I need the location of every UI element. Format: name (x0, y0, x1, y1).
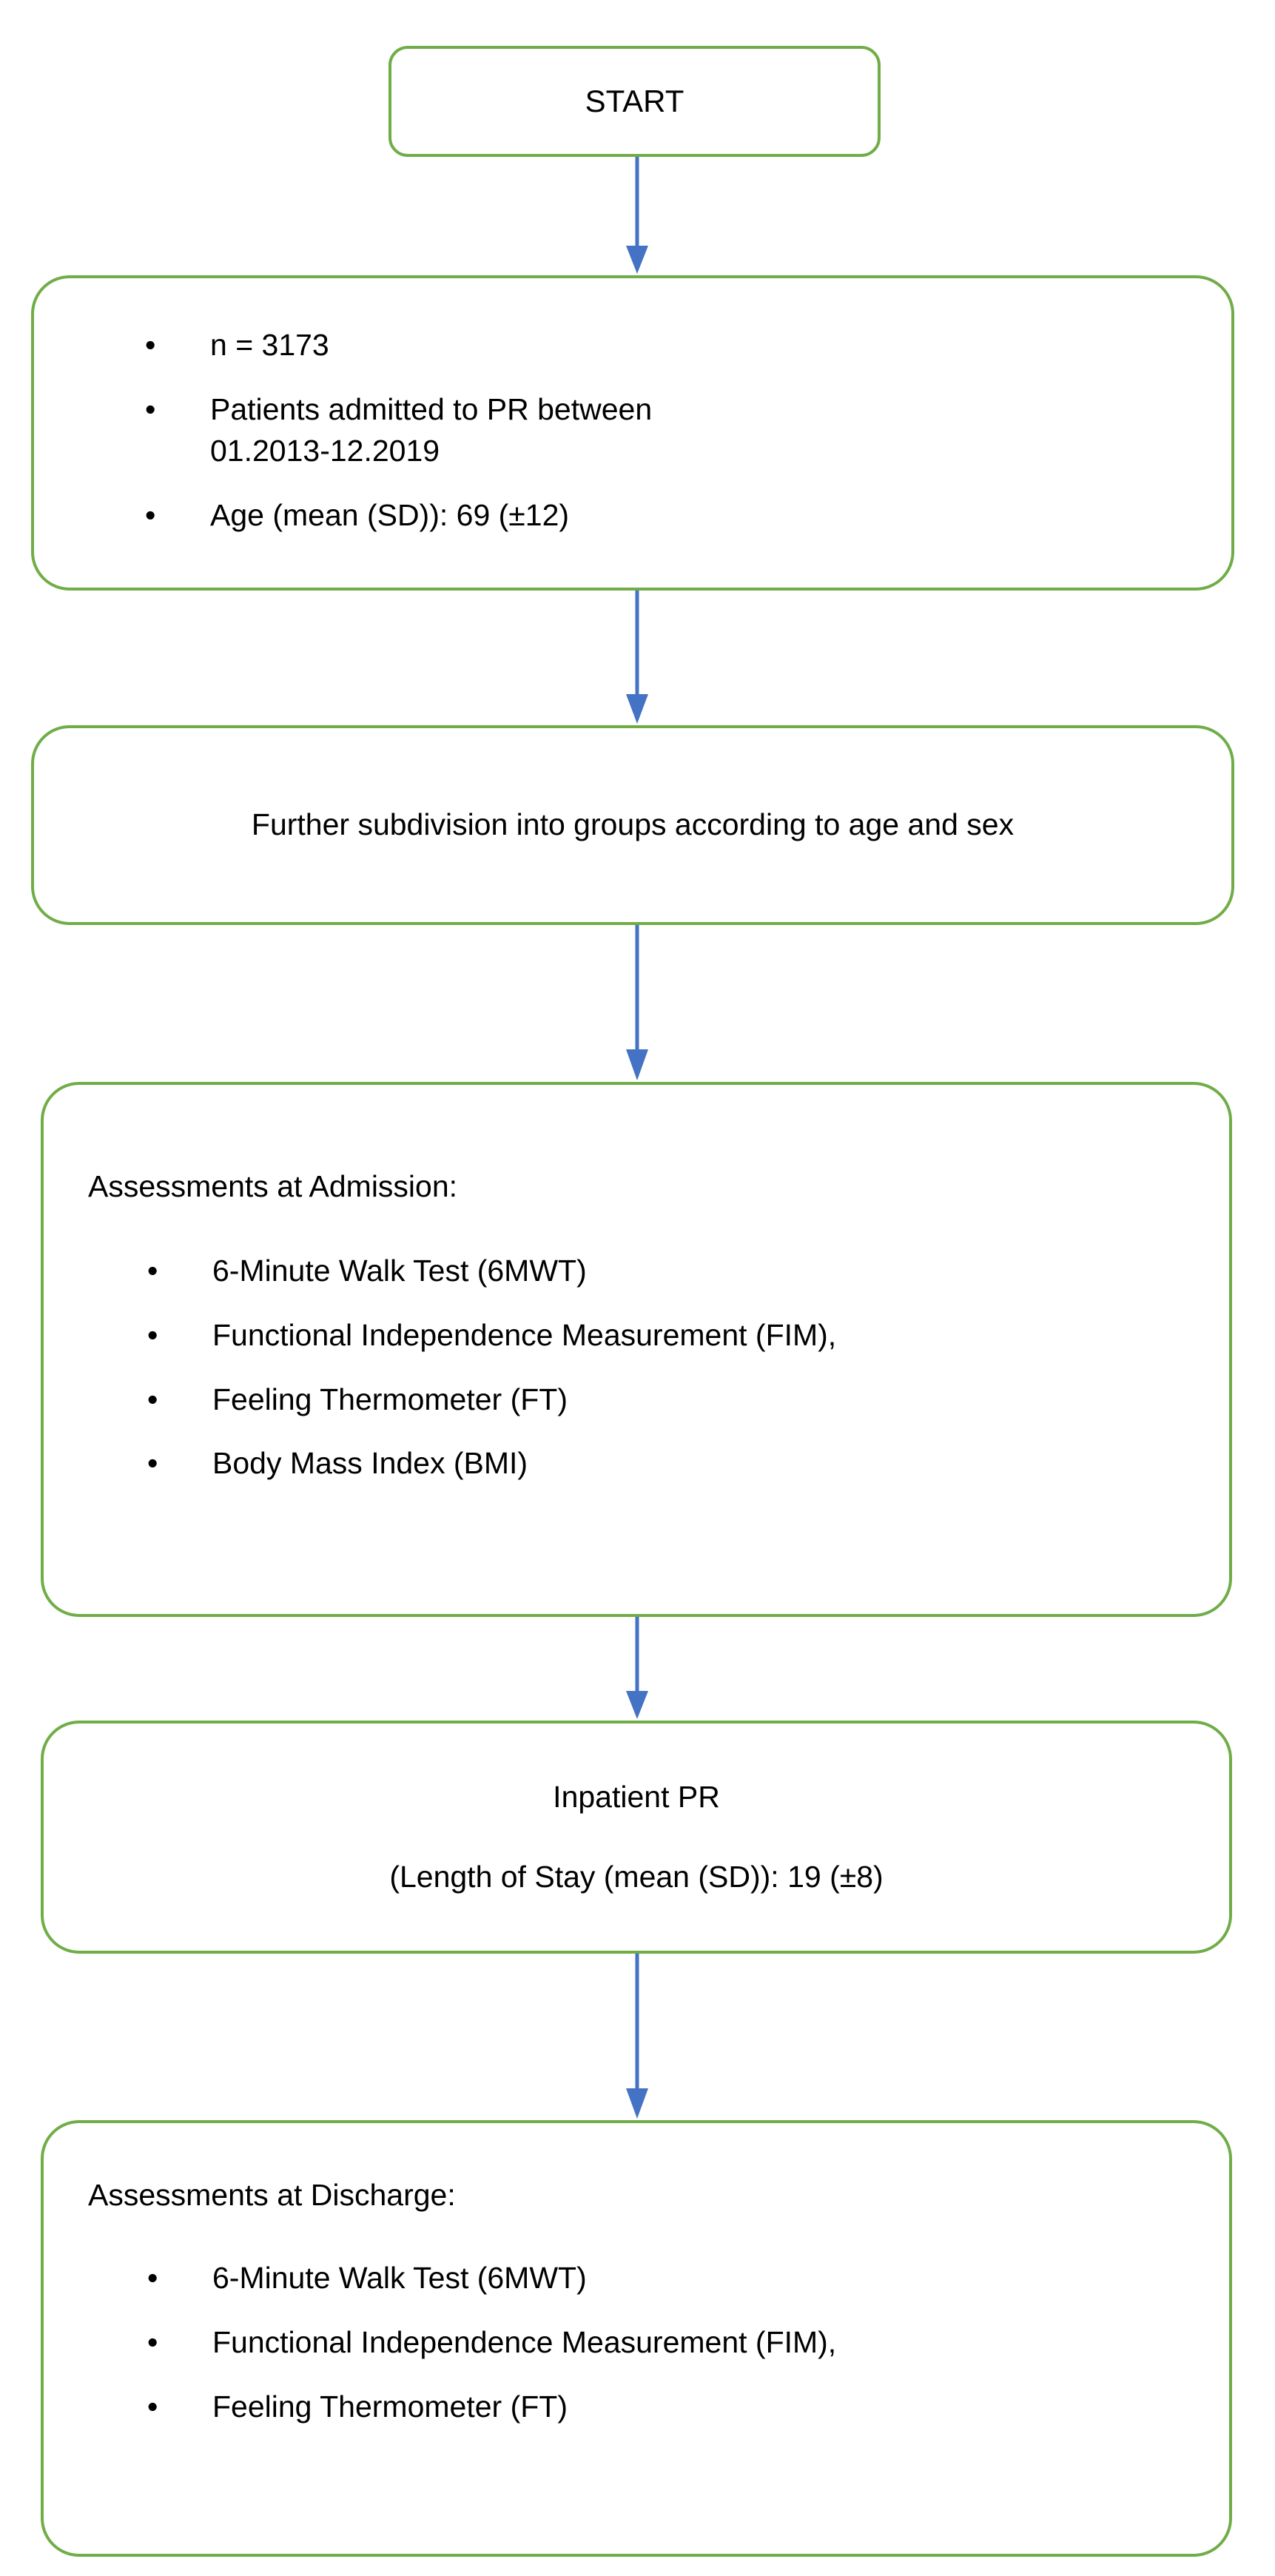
node-subdivision[interactable]: Further subdivision into groups accordin… (31, 725, 1234, 925)
list-item-label: Age (mean (SD)): 69 (±12) (210, 497, 570, 532)
bullet-icon: • (147, 1317, 158, 1352)
node-admission-bullet-list: • 6-Minute Walk Test (6MWT) • Functional… (147, 1250, 1185, 1506)
spacer (88, 1818, 1185, 1857)
list-item-label: Functional Independence Measurement (FIM… (212, 2324, 837, 2359)
connector-subdivision-to-admission (620, 925, 654, 1082)
node-cohort-bullet-list: • n = 3173 • Patients admitted to PR bet… (145, 324, 1231, 558)
list-item: • Feeling Thermometer (FT) (147, 2386, 1185, 2428)
list-item: • Functional Independence Measurement (F… (147, 2321, 1185, 2364)
node-start-label: START (585, 83, 684, 118)
list-item-label: Feeling Thermometer (FT) (212, 1382, 568, 1416)
list-item-label: Patients admitted to PR between 01.2013-… (210, 391, 653, 468)
connector-admission-to-inpatient (620, 1617, 654, 1721)
bullet-icon: • (147, 2389, 158, 2424)
node-admission-title: Assessments at Admission: (88, 1169, 458, 1203)
bullet-icon: • (147, 2261, 158, 2296)
list-item: • Body Mass Index (BMI) (147, 1442, 1185, 1484)
list-item-label: Functional Independence Measurement (FIM… (212, 1317, 837, 1352)
list-item: • Functional Independence Measurement (F… (147, 1314, 1185, 1356)
node-inpatient-subtitle: (Length of Stay (mean (SD)): 19 (±8) (389, 1859, 884, 1894)
list-item: • n = 3173 (145, 324, 1231, 366)
connector-inpatient-to-discharge (620, 1954, 654, 2120)
node-cohort[interactable]: • n = 3173 • Patients admitted to PR bet… (31, 275, 1234, 591)
bullet-icon: • (147, 1382, 158, 1416)
list-item-label: 6-Minute Walk Test (6MWT) (212, 2261, 587, 2296)
bullet-icon: • (145, 391, 156, 426)
list-item-label: n = 3173 (210, 328, 329, 362)
connector-start-to-cohort (620, 157, 654, 275)
node-inpatient[interactable]: Inpatient PR (Length of Stay (mean (SD))… (41, 1721, 1232, 1954)
bullet-icon: • (145, 497, 156, 532)
list-item-label: Feeling Thermometer (FT) (212, 2389, 568, 2424)
bullet-icon: • (147, 1254, 158, 1288)
connector-cohort-to-subdivision (620, 591, 654, 725)
list-item: • Feeling Thermometer (FT) (147, 1379, 1185, 1421)
list-item-label: Body Mass Index (BMI) (212, 1446, 528, 1481)
bullet-icon: • (147, 2324, 158, 2359)
node-discharge[interactable]: Assessments at Discharge: • 6-Minute Wal… (41, 2120, 1232, 2557)
bullet-icon: • (145, 328, 156, 362)
list-item: • 6-Minute Walk Test (6MWT) (147, 2257, 1185, 2299)
node-admission[interactable]: Assessments at Admission: • 6-Minute Wal… (41, 1082, 1232, 1617)
node-discharge-title: Assessments at Discharge: (88, 2178, 456, 2212)
node-discharge-bullet-list: • 6-Minute Walk Test (6MWT) • Functional… (147, 2257, 1185, 2449)
node-start[interactable]: START (388, 46, 881, 157)
list-item-label: 6-Minute Walk Test (6MWT) (212, 1254, 587, 1288)
list-item: • Age (mean (SD)): 69 (±12) (145, 494, 1231, 537)
list-item: • Patients admitted to PR between 01.201… (145, 389, 1231, 472)
node-inpatient-title: Inpatient PR (553, 1780, 720, 1815)
list-item: • 6-Minute Walk Test (6MWT) (147, 1250, 1185, 1292)
node-subdivision-label: Further subdivision into groups accordin… (251, 807, 1015, 842)
bullet-icon: • (147, 1446, 158, 1481)
